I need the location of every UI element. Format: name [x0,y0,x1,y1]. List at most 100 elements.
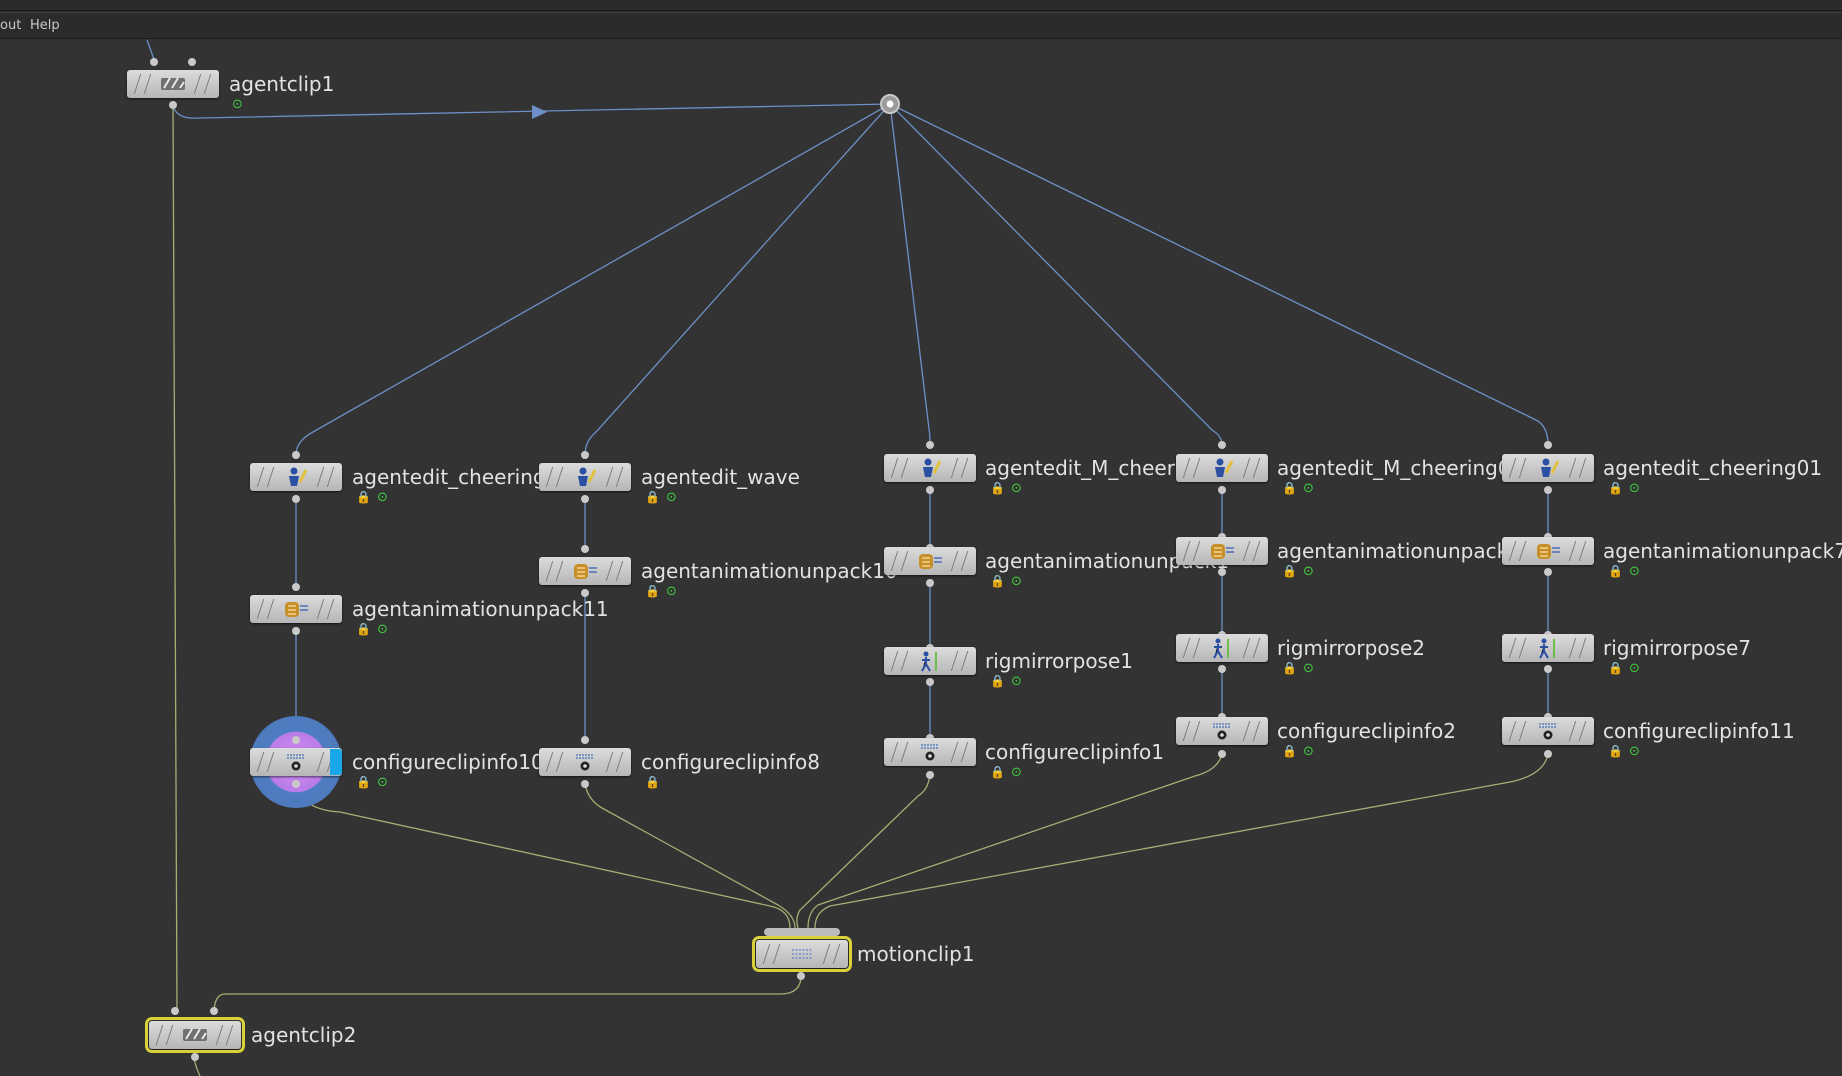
node-agentclip1[interactable] [127,70,219,98]
rig-mirror-icon [1533,637,1563,659]
menu-item-layout[interactable]: out [0,18,22,33]
node-configureclipinfo10[interactable] [250,748,342,776]
node-agentedit-cheering[interactable] [250,463,342,491]
output-connector[interactable] [581,589,589,597]
node-rigmirrorpose7[interactable] [1502,634,1594,662]
node-agentanimationunpack2[interactable] [1176,537,1268,565]
node-agentanimationunpack1[interactable] [884,547,976,575]
input-connector[interactable] [926,441,934,449]
node-agentanimationunpack10[interactable] [539,557,631,585]
input-connector[interactable] [292,736,300,744]
status-ok-icon: ⊙ [1010,765,1022,780]
node-flags: 🔒⊙ [990,765,1022,780]
animation-unpack-icon [1533,540,1563,562]
output-connector[interactable] [926,486,934,494]
output-connector[interactable] [1218,750,1226,758]
node-configureclipinfo8[interactable] [539,748,631,776]
output-connector[interactable] [292,780,300,788]
node-flags: 🔒⊙ [1608,744,1640,759]
output-connector[interactable] [1544,750,1552,758]
output-connector[interactable] [191,1053,199,1061]
node-label: agentedit_cheering [352,465,546,489]
node-flags: 🔒⊙ [990,481,1022,496]
menu-bar-divider [0,10,1842,11]
node-agentedit-m-cheering[interactable] [884,454,976,482]
output-connector[interactable] [581,495,589,503]
node-agentclip2[interactable] [145,1017,245,1053]
input-connector[interactable] [292,451,300,459]
input-connector[interactable] [188,58,196,66]
node-agentedit-cheering01[interactable] [1502,454,1594,482]
rig-mirror-icon [1207,637,1237,659]
lock-icon: 🔒 [1608,661,1623,675]
input-connector[interactable] [171,1007,179,1015]
output-connector[interactable] [292,495,300,503]
node-agentanimationunpack11[interactable] [250,595,342,623]
lock-icon: 🔒 [356,775,371,789]
node-flags: 🔒⊙ [356,622,388,637]
display-flag[interactable] [330,749,342,775]
node-agentedit-m-cheering01[interactable] [1176,454,1268,482]
agent-clip-icon [180,1024,210,1046]
node-agentedit-wave[interactable] [539,463,631,491]
node-flags: 🔒⊙ [1608,661,1640,676]
lock-icon: 🔒 [645,490,660,504]
output-connector[interactable] [1544,486,1552,494]
input-connector[interactable] [581,545,589,553]
output-connector[interactable] [169,101,177,109]
configure-clip-icon [570,751,600,773]
animation-unpack-icon [570,560,600,582]
output-connector[interactable] [292,627,300,635]
wire [889,103,1223,446]
status-ok-icon: ⊙ [376,622,388,637]
status-ok-icon: ⊙ [1010,481,1022,496]
node-label: agentanimationunpack10 [641,559,898,583]
node-flags: 🔒⊙ [1282,744,1314,759]
output-connector[interactable] [1218,568,1226,576]
node-configureclipinfo2[interactable] [1176,717,1268,745]
node-configureclipinfo1[interactable] [884,738,976,766]
rig-mirror-icon [915,650,945,672]
menu-bar-divider [0,12,1842,13]
input-connector[interactable] [210,1007,218,1015]
wire [796,774,931,929]
input-connector[interactable] [581,451,589,459]
output-connector[interactable] [926,771,934,779]
output-connector[interactable] [1544,665,1552,673]
node-label: agentanimationunpack11 [352,597,609,621]
node-label: configureclipinfo2 [1277,719,1457,743]
input-connector[interactable] [150,58,158,66]
output-connector[interactable] [926,579,934,587]
agent-edit-icon [1207,457,1237,479]
lock-icon: 🔒 [1282,744,1297,758]
input-connector[interactable] [1544,441,1552,449]
wire [172,104,178,1012]
output-connector[interactable] [797,972,805,980]
lock-icon: 🔒 [1608,744,1623,758]
animation-unpack-icon [1207,540,1237,562]
output-connector[interactable] [581,780,589,788]
input-connector[interactable] [292,583,300,591]
node-label: agentanimationunpack7 [1603,539,1842,563]
status-ok-icon: ⊙ [1628,661,1640,676]
wire [213,975,802,1012]
output-connector[interactable] [1218,486,1226,494]
output-connector[interactable] [1544,568,1552,576]
input-connector[interactable] [581,736,589,744]
lock-icon: 🔒 [645,584,660,598]
lock-icon: 🔒 [645,775,660,789]
status-ok-icon: ⊙ [1302,661,1314,676]
node-rigmirrorpose2[interactable] [1176,634,1268,662]
node-flags: 🔒⊙ [1608,481,1640,496]
node-configureclipinfo11[interactable] [1502,717,1594,745]
node-agentanimationunpack7[interactable] [1502,537,1594,565]
output-connector[interactable] [926,678,934,686]
menu-item-help[interactable]: Help [30,18,60,33]
output-connector[interactable] [1218,665,1226,673]
input-connector[interactable] [1218,441,1226,449]
agent-edit-icon [281,466,311,488]
status-ok-icon: ⊙ [665,584,677,599]
menu-bar: out Help [0,0,1842,39]
node-rigmirrorpose1[interactable] [884,647,976,675]
node-motionclip1[interactable] [752,936,852,972]
